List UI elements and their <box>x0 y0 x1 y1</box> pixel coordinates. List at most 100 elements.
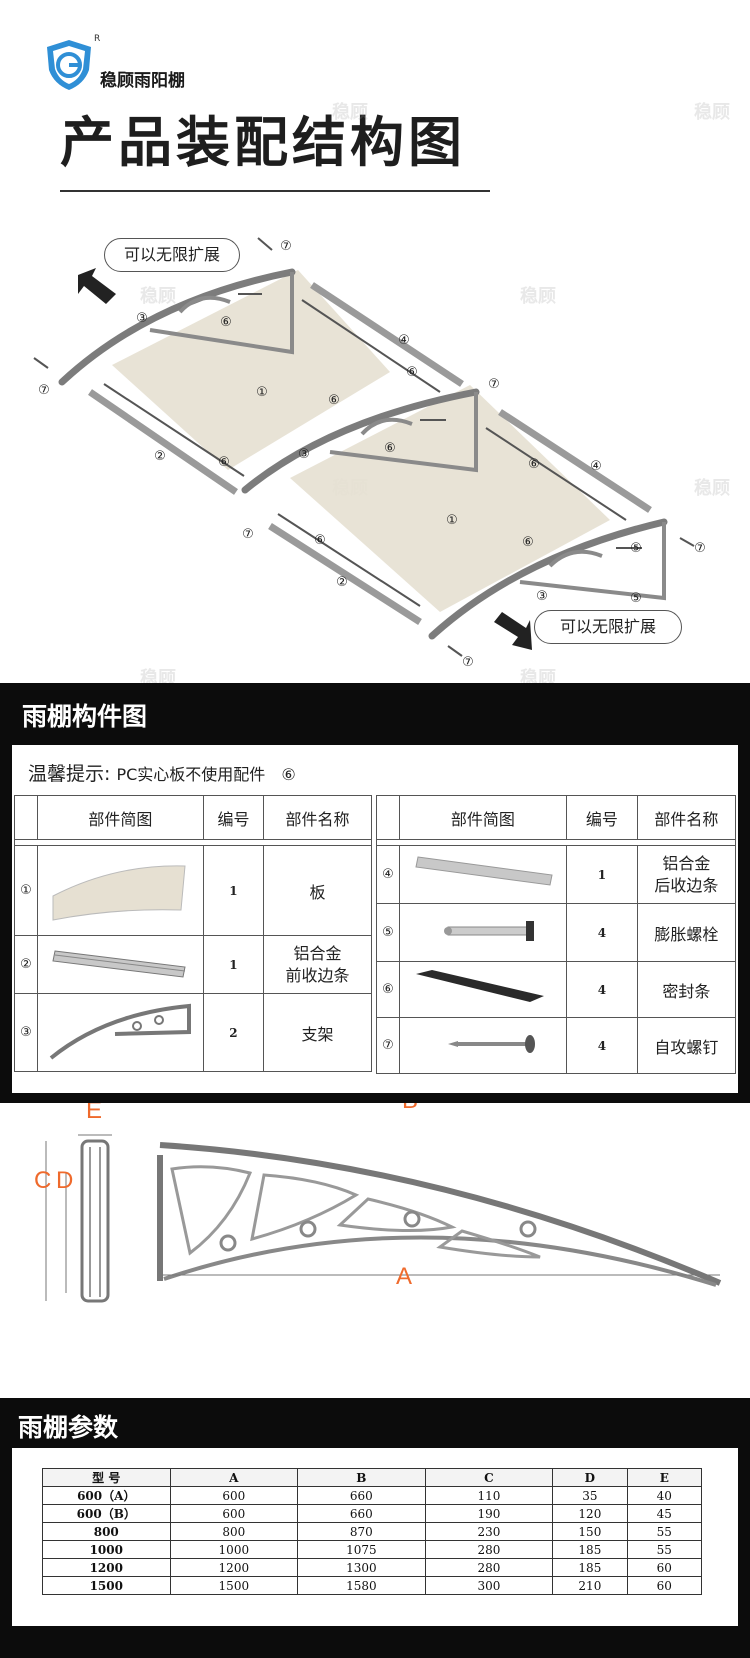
marker-6: ⑥ <box>220 315 232 330</box>
parameters-panel: 型 号 A B C D E 600（A） 600 660 110 35 40 6… <box>12 1448 738 1626</box>
row-name: 密封条 <box>636 961 737 1018</box>
marker-1: ① <box>256 385 268 400</box>
components-panel: 温馨提示: PC实心板不使用配件 ⑥ 部件简图 编号 部件名称 ① 1 <box>12 745 738 1093</box>
row-name: 膨胀螺栓 <box>636 903 737 962</box>
bracket-dimension-drawing <box>45 1134 722 1303</box>
rear-edge-strip-icon <box>415 855 553 886</box>
header-e: E <box>626 1468 703 1487</box>
marker-3: ③ <box>136 311 148 326</box>
self-tapping-screw-icon <box>447 1034 535 1053</box>
row-qty: 4 <box>565 961 638 1018</box>
row-name: 板 <box>263 845 372 936</box>
watermark: 稳顾 <box>140 668 176 683</box>
page-title: 产品装配结构图 <box>60 111 466 174</box>
table-row: ③ 2 支架 <box>14 993 372 1072</box>
header-number: 编号 <box>565 795 638 840</box>
row-index: ③ <box>14 993 38 1072</box>
pc-sheet-icon <box>52 864 186 921</box>
row-index: ④ <box>376 845 400 904</box>
row-index: ① <box>14 845 38 936</box>
front-edge-strip-icon <box>52 949 186 978</box>
marker-6: ⑥ <box>406 365 418 380</box>
header-number: 编号 <box>202 795 265 840</box>
header-image: 部件简图 <box>36 795 204 840</box>
assembly-section: R 稳顾雨阳棚 产品装配结构图 稳顾 稳顾 稳顾 稳顾 稳顾 稳顾 稳顾 稳顾 <box>0 0 750 683</box>
marker-6: ⑥ <box>522 535 534 550</box>
watermark: 稳顾 <box>694 102 730 123</box>
watermark: 稳顾 <box>520 668 556 683</box>
marker-5: ⑤ <box>630 591 642 606</box>
bracket-dimension-section: E C D B A <box>0 1103 750 1398</box>
header-name: 部件名称 <box>263 795 372 840</box>
dimension-label-c: C <box>34 1167 52 1194</box>
shield-logo-icon <box>47 40 91 90</box>
marker-4: ④ <box>398 333 410 348</box>
marker-6: ⑥ <box>328 393 340 408</box>
table-row: 1500 1500 1580 300 210 60 <box>42 1576 703 1595</box>
marker-6: ⑥ <box>384 441 396 456</box>
row-index: ② <box>14 935 38 994</box>
exploded-assembly-drawing: ① ① ② ② ③ ③ ③ ④ ④ ⑤ ⑤ ⑥ ⑥ ⑥ ⑥ ⑥ ⑥ ⑥ ⑥ ⑦ … <box>33 237 706 670</box>
extend-callout-left: 可以无限扩展 <box>104 238 240 272</box>
marker-1: ① <box>446 513 458 528</box>
tip-marker: ⑥ <box>281 765 296 784</box>
marker-7: ⑦ <box>280 239 292 254</box>
row-name: 自攻螺钉 <box>636 1017 737 1074</box>
brand-name: 稳顾雨阳棚 <box>100 71 185 91</box>
tip-label: 温馨提示: <box>28 763 111 785</box>
marker-7: ⑦ <box>462 655 474 670</box>
marker-3: ③ <box>536 589 548 604</box>
watermark: 稳顾 <box>520 1354 556 1375</box>
table-row: ⑦ 4 自攻螺钉 <box>376 1017 737 1074</box>
table-row: ② 1 铝合金 前收边条 <box>14 935 372 994</box>
header-image: 部件简图 <box>398 795 567 840</box>
marker-7: ⑦ <box>38 383 50 398</box>
table-row: 600（A） 600 660 110 35 40 <box>42 1486 703 1505</box>
row-qty: 4 <box>565 1017 638 1074</box>
table-row: 1200 1200 1300 280 185 60 <box>42 1558 703 1577</box>
marker-4: ④ <box>590 459 602 474</box>
extend-callout-right: 可以无限扩展 <box>534 610 682 644</box>
table-row: 1000 1000 1075 280 185 55 <box>42 1540 703 1559</box>
table-row: ⑤ 4 膨胀螺栓 <box>376 903 737 962</box>
marker-2: ② <box>154 449 166 464</box>
row-qty: 1 <box>202 935 265 994</box>
marker-7: ⑦ <box>488 377 500 392</box>
table-row: ⑥ 4 密封条 <box>376 961 737 1018</box>
seal-strip-icon <box>415 969 544 1002</box>
table-row: ① 1 板 <box>14 845 372 936</box>
tip-line: 温馨提示: PC实心板不使用配件 ⑥ <box>28 759 296 786</box>
parameters-table: 型 号 A B C D E 600（A） 600 660 110 35 40 6… <box>42 1468 703 1595</box>
dimension-label-a: A <box>396 1263 413 1290</box>
components-section: 雨棚构件图 稳顾 温馨提示: PC实心板不使用配件 ⑥ 部件简图 编号 部件名称… <box>0 683 750 1103</box>
row-name: 铝合金 前收边条 <box>263 935 372 994</box>
row-name: 支架 <box>263 993 372 1072</box>
dimension-label-e: E <box>86 1103 103 1124</box>
row-index: ⑤ <box>376 903 400 962</box>
header-c: C <box>424 1468 554 1487</box>
watermark: 稳顾 <box>140 286 176 307</box>
marker-2: ② <box>336 575 348 590</box>
row-qty: 1 <box>202 845 265 936</box>
expansion-bolt-icon <box>443 920 534 941</box>
marker-6: ⑥ <box>218 455 230 470</box>
header-name: 部件名称 <box>636 795 737 840</box>
row-qty: 4 <box>565 903 638 962</box>
table-row: 800 800 870 230 150 55 <box>42 1522 703 1541</box>
marker-6: ⑥ <box>314 533 326 548</box>
parameters-section: 雨棚参数 型 号 A B C D E 600（A） 600 660 110 35… <box>0 1354 750 1658</box>
marker-7: ⑦ <box>242 527 254 542</box>
row-name: 铝合金 后收边条 <box>636 845 737 904</box>
row-qty: 2 <box>202 993 265 1072</box>
parameters-title: 雨棚参数 <box>18 1413 119 1442</box>
row-index: ⑥ <box>376 961 400 1018</box>
header-d: D <box>552 1468 628 1487</box>
row-index: ⑦ <box>376 1017 400 1074</box>
table-row: ④ 1 铝合金 后收边条 <box>376 845 737 904</box>
watermark: 稳顾 <box>520 286 556 307</box>
watermark: 稳顾 <box>332 102 368 123</box>
row-qty: 1 <box>565 845 638 904</box>
dimension-label-b: B <box>402 1103 418 1115</box>
registered-mark: R <box>94 34 101 44</box>
header-b: B <box>297 1468 426 1487</box>
